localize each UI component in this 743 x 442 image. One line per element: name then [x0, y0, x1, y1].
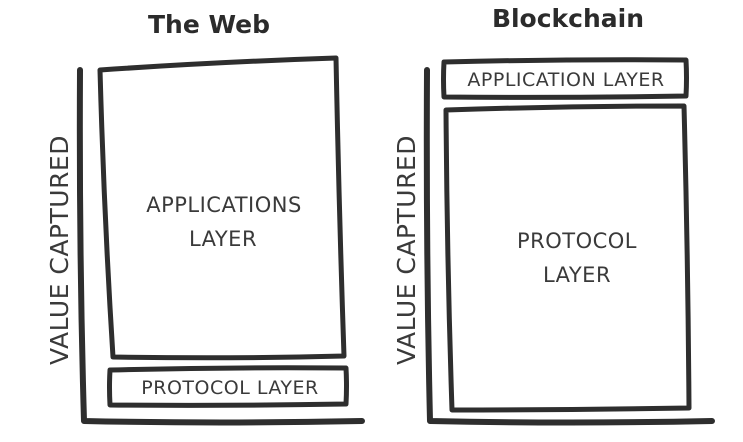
web-applications-layer-label-line2: LAYER: [189, 227, 257, 251]
web-protocol-layer-box: [107, 365, 349, 408]
blockchain-application-layer-label: APPLICATION LAYER: [467, 69, 664, 91]
blockchain-application-layer-box: [441, 57, 689, 100]
web-applications-layer-box: [97, 55, 347, 361]
web-protocol-layer-label: PROTOCOL LAYER: [141, 377, 318, 399]
blockchain-protocol-layer-box: [443, 103, 692, 413]
blockchain-diagram: Blockchain VALUE CAPTURED APPLICATION LA…: [392, 4, 715, 426]
blockchain-title: Blockchain: [492, 4, 644, 33]
web-axis-label: VALUE CAPTURED: [45, 135, 74, 365]
blockchain-axis-label: VALUE CAPTURED: [392, 135, 421, 365]
web-diagram: The Web VALUE CAPTURED APPLICATIONS LAYE…: [45, 10, 365, 426]
blockchain-protocol-layer-label-line1: PROTOCOL: [517, 229, 637, 253]
web-axis: [76, 67, 365, 426]
blockchain-axis: [423, 67, 715, 426]
web-title: The Web: [148, 10, 270, 39]
blockchain-protocol-layer-label-line2: LAYER: [543, 263, 611, 287]
web-applications-layer-label-line1: APPLICATIONS: [146, 193, 302, 217]
